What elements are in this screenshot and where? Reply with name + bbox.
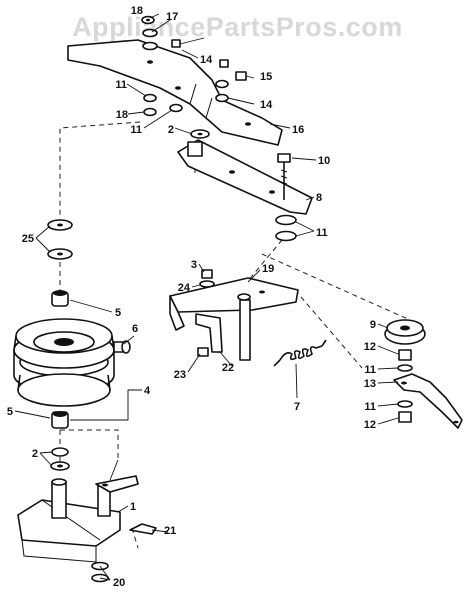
callout-7: 7 [294, 401, 300, 413]
callout-12: 12 [364, 341, 376, 353]
watermark: AppliancePartsPros.com [72, 12, 403, 42]
callout-6: 6 [132, 323, 138, 335]
idler-lever-arm[interactable] [393, 373, 463, 429]
pulley-spacers[interactable] [47, 219, 73, 307]
callout-10: 10 [318, 155, 330, 167]
callout-13: 13 [364, 378, 376, 390]
leader-lines [14, 13, 399, 581]
callout-1: 1 [130, 501, 136, 513]
idler-bracket[interactable] [177, 139, 313, 215]
callout-20: 20 [113, 577, 125, 589]
callout-15: 15 [260, 71, 272, 83]
bearing-lower[interactable] [51, 411, 69, 429]
callout-17: 17 [166, 11, 178, 23]
idler-pulley[interactable] [384, 319, 426, 345]
lower-washers[interactable] [50, 447, 70, 471]
callout-11: 11 [364, 401, 376, 413]
upper-hardware[interactable] [141, 15, 297, 242]
callout-11: 11 [115, 79, 127, 91]
callout-5: 5 [7, 406, 13, 418]
callout-3: 3 [191, 259, 197, 271]
pivot-bracket[interactable] [169, 277, 299, 361]
callout-2: 2 [168, 124, 174, 136]
idler-mount-bracket[interactable] [17, 459, 139, 563]
bolt[interactable] [277, 153, 291, 200]
callout-labels: 18 17 14 15 14 11 18 11 2 16 10 8 11 25 … [7, 5, 376, 589]
callout-25: 25 [22, 233, 34, 245]
callout-11: 11 [316, 227, 328, 239]
hairpin-clip[interactable] [129, 523, 157, 535]
double-pulley[interactable] [13, 318, 115, 407]
callout-2: 2 [32, 448, 38, 460]
callout-12: 12 [364, 419, 376, 431]
callout-11: 11 [364, 364, 376, 376]
callout-4: 4 [144, 385, 151, 397]
bottom-washers[interactable] [91, 561, 109, 583]
grease-fitting[interactable] [113, 340, 131, 354]
callout-16: 16 [292, 124, 304, 136]
callout-9: 9 [370, 319, 376, 331]
callout-24: 24 [178, 282, 191, 294]
idler-arm[interactable] [67, 39, 283, 146]
callout-23: 23 [174, 369, 186, 381]
callout-8: 8 [316, 192, 322, 204]
callout-14: 14 [260, 99, 273, 111]
callout-5: 5 [115, 307, 121, 319]
callout-19: 19 [262, 263, 274, 275]
callout-11: 11 [130, 124, 142, 136]
idler-pulley-hardware[interactable] [397, 349, 413, 423]
callout-18: 18 [131, 5, 143, 17]
callout-14: 14 [200, 54, 213, 66]
callout-22: 22 [222, 362, 234, 374]
callout-21: 21 [164, 525, 176, 537]
callout-18: 18 [116, 109, 128, 121]
tension-spring[interactable] [273, 339, 327, 367]
